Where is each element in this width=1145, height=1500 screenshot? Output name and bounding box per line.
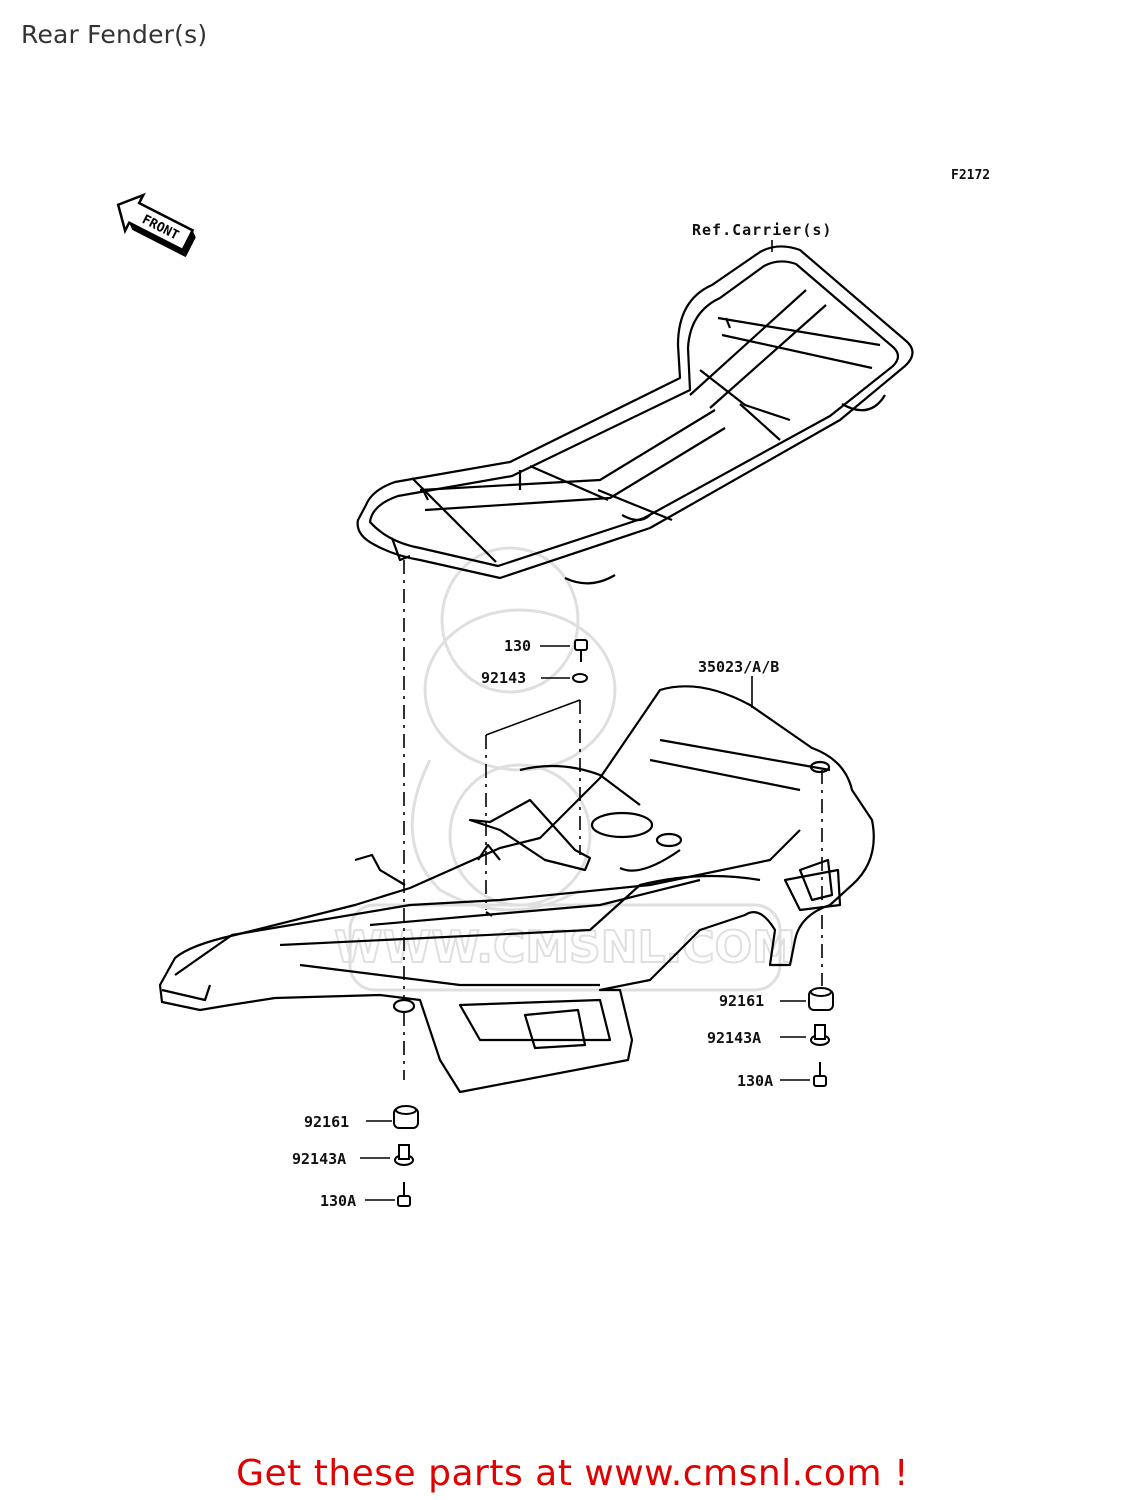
watermark-text: WWW.CMSNL.COM bbox=[334, 922, 796, 973]
bolt-130a-right-icon bbox=[813, 1062, 827, 1087]
callout-washer-92143: 92143 bbox=[481, 669, 527, 687]
page-title: Rear Fender(s) bbox=[21, 20, 208, 49]
front-direction-arrow-icon: FRONT bbox=[116, 192, 196, 258]
bolt-130-top-icon bbox=[574, 639, 588, 662]
callout-grommet-92161-right: 92161 bbox=[719, 992, 765, 1010]
collar-92143a-right-icon bbox=[810, 1024, 830, 1046]
callout-collar-92143a-right: 92143A bbox=[707, 1029, 762, 1047]
callout-collar-92143a-left: 92143A bbox=[292, 1150, 347, 1168]
cmsnl-watermark: WWW.CMSNL.COM bbox=[333, 546, 797, 992]
collar-92143a-left-icon bbox=[394, 1144, 414, 1166]
diagram-code: F2172 bbox=[951, 168, 991, 183]
grommet-92161-right-icon bbox=[808, 987, 834, 1011]
assembly-guide-lines bbox=[360, 240, 823, 1201]
callout-ref-carrier: Ref.Carrier(s) bbox=[692, 221, 833, 239]
callout-bolt-130: 130 bbox=[504, 637, 532, 655]
callout-grommet-92161-left: 92161 bbox=[304, 1113, 350, 1131]
callout-bolt-130a-right: 130A bbox=[737, 1072, 774, 1090]
bolt-130a-left-icon bbox=[397, 1182, 411, 1207]
grommet-92161-left-icon bbox=[393, 1105, 419, 1129]
washer-92143-top-icon bbox=[572, 673, 588, 683]
callout-rear-fender-35023: 35023/A/B bbox=[698, 658, 780, 676]
callout-bolt-130a-left: 130A bbox=[320, 1192, 357, 1210]
promo-banner-link[interactable]: Get these parts at www.cmsnl.com ! bbox=[236, 1453, 909, 1494]
rear-carrier-drawing bbox=[356, 245, 914, 585]
rear-fender-drawing bbox=[158, 685, 875, 1094]
